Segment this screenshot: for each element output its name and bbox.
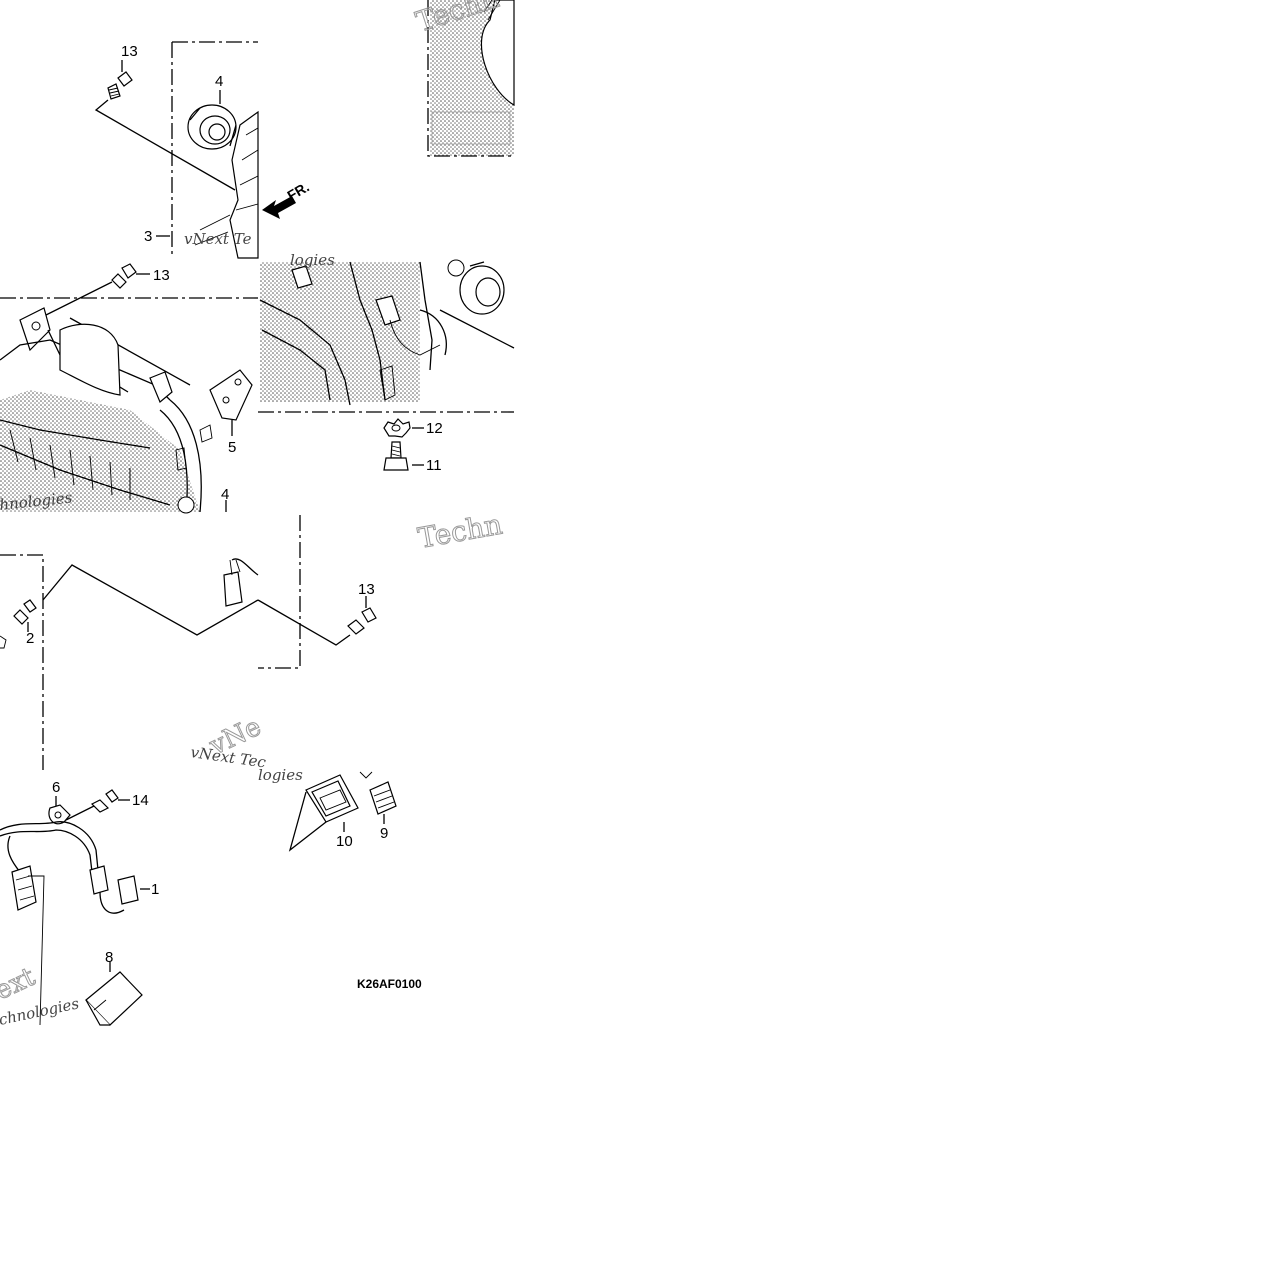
callout-4-top: 4 — [215, 73, 223, 90]
screw-13-mid-icon — [111, 263, 137, 289]
screw-2-icon — [13, 599, 37, 625]
front-direction-arrow-icon: FR. — [262, 179, 312, 219]
screw-13-lower-icon — [347, 607, 377, 635]
grommet-4-top-icon — [187, 104, 237, 150]
callout-9: 9 — [380, 825, 388, 842]
pad-9-icon — [359, 771, 397, 815]
tile-bottom-left: vNe vNext Tec — [0, 711, 268, 1029]
relay-8-icon — [85, 971, 143, 1026]
tile-bottom-right: logies 10 9 K26AF0100 — [258, 766, 422, 991]
bolt-11-icon — [383, 441, 409, 471]
headlight-housing-icon — [0, 307, 202, 514]
tile-lower-right: 13 Techn — [257, 507, 505, 669]
watermark-text: vNext Tec — [189, 743, 267, 771]
watermark-text: logies — [258, 766, 303, 784]
callout-2: 2 — [26, 630, 34, 647]
tile-middle-right: 12 11 logies — [258, 251, 515, 474]
callout-3: 3 — [144, 228, 152, 245]
diagram-code: K26AF0100 — [357, 977, 422, 991]
callout-11: 11 — [426, 457, 442, 474]
callout-4-mid: 4 — [221, 486, 229, 503]
callout-1: 1 — [151, 881, 159, 898]
washer-12-icon — [383, 418, 411, 438]
tile-lower-left: 2 — [0, 554, 259, 770]
watermark-text: Techn — [415, 508, 504, 555]
callout-13-top: 13 — [121, 43, 138, 60]
watermark-text: ext — [0, 962, 40, 1007]
watermark-text: logies — [290, 251, 335, 269]
callout-14: 14 — [132, 792, 149, 809]
callout-10: 10 — [336, 833, 353, 850]
headlight-fragment-top-icon — [194, 110, 259, 259]
tile-top-right: Techn — [411, 0, 515, 157]
callout-12: 12 — [426, 420, 443, 437]
clamp-6-icon — [48, 796, 71, 825]
tile-top-left: FR. 13 4 3 vNext Te — [94, 41, 312, 259]
watermark-text: vNext Te — [184, 230, 252, 248]
callout-5: 5 — [228, 439, 236, 456]
callout-13-lower: 13 — [358, 581, 375, 598]
callout-8: 8 — [105, 949, 113, 966]
connector-icon — [223, 558, 259, 607]
screw-13-top-icon — [107, 71, 133, 100]
bracket-5-icon — [199, 369, 253, 443]
screw-14-icon — [90, 789, 119, 813]
callout-13-mid: 13 — [153, 267, 170, 284]
tile-middle-left: 13 5 4 hnologies — [0, 263, 258, 514]
callout-6: 6 — [52, 779, 60, 796]
grommet-right-icon — [447, 259, 505, 315]
wire-harness-icon — [0, 821, 139, 1026]
headlight-housing-rear-icon — [259, 261, 447, 406]
cover-10-icon — [305, 774, 359, 823]
